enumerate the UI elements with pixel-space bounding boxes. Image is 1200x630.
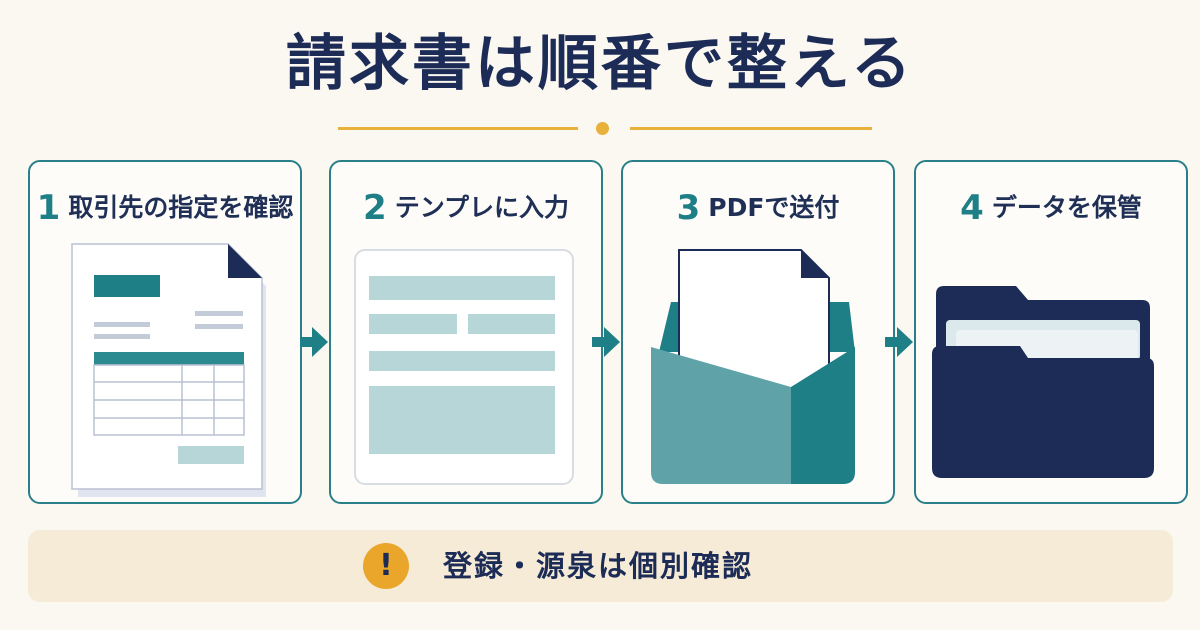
arrow-right-icon bbox=[592, 327, 620, 357]
title-divider-right bbox=[630, 127, 872, 130]
step-number-3: 3 bbox=[676, 188, 701, 228]
note-text: 登録・源泉は個別確認 bbox=[443, 549, 754, 583]
step-number-1: 1 bbox=[36, 188, 61, 228]
step-number-2: 2 bbox=[363, 188, 387, 228]
invoice-document-icon bbox=[71, 243, 266, 497]
warning-icon: ! bbox=[363, 543, 409, 589]
template-form-icon bbox=[354, 249, 574, 485]
page-title: 請求書は順番で整える bbox=[285, 29, 915, 99]
step-number-4: 4 bbox=[960, 188, 984, 228]
step-label-3: PDFで送付 bbox=[708, 193, 840, 222]
arrow-right-icon bbox=[885, 327, 913, 357]
title-divider-left bbox=[338, 127, 578, 130]
folder-icon bbox=[932, 286, 1154, 478]
step-label-2: テンプレに入力 bbox=[394, 193, 569, 222]
arrow-right-icon bbox=[300, 327, 328, 357]
step-label-4: データを保管 bbox=[991, 193, 1142, 222]
step-label-1: 取引先の指定を確認 bbox=[68, 193, 294, 222]
note-bar: ! 登録・源泉は個別確認 bbox=[28, 530, 1173, 602]
title-divider-dot bbox=[596, 122, 609, 135]
envelope-letter-icon bbox=[651, 249, 855, 484]
